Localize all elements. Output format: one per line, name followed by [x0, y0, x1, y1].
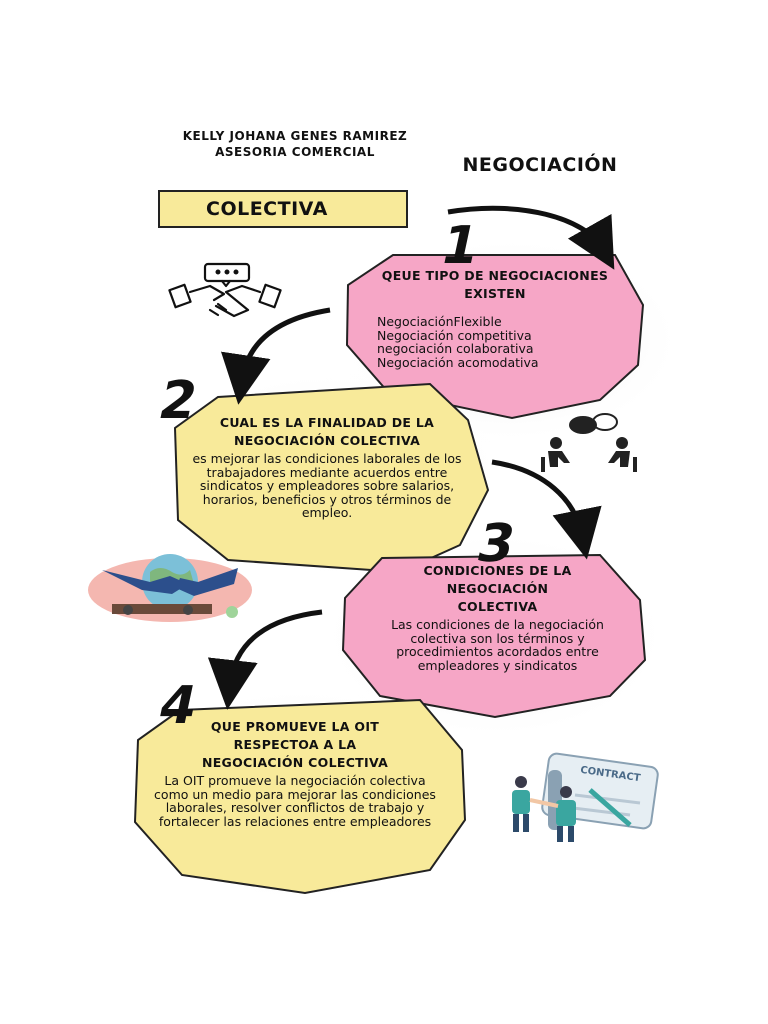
list-item: Negociación acomodativa	[377, 354, 539, 370]
arrow-step-2-to-step-3	[491, 459, 602, 560]
meeting-people-icon	[541, 413, 637, 472]
step-4-content: QUE PROMUEVE LA OIT RESPECTOA A LA NEGOC…	[150, 718, 440, 828]
step-4-answer: La OIT promueve la negociación colectiva…	[154, 773, 436, 829]
hexagon-step-1	[345, 254, 645, 420]
contract-signing-illustration	[512, 752, 659, 842]
step-3-answer: Las condiciones de la negociación colect…	[391, 617, 604, 673]
step-1-content: QEUE TIPO DE NEGOCIACIONES EXISTEN	[370, 267, 620, 303]
step-4-question: QUE PROMUEVE LA OIT RESPECTOA A LA NEGOC…	[201, 719, 389, 770]
list-item: negociación colaborativa	[377, 341, 534, 356]
arrow-step-3-to-step-4	[207, 609, 323, 710]
arrow-step-1-to-step-2	[221, 307, 331, 405]
list-item: Negociación competitiva	[377, 327, 532, 343]
step-3-content: CONDICIONES DE LA NEGOCIACIÓN COLECTIVA …	[365, 562, 630, 672]
step-3-question: CONDICIONES DE LA NEGOCIACIÓN COLECTIVA	[423, 563, 572, 614]
page-title: NEGOCIACIÓN	[462, 154, 618, 176]
list-item: NegociaciónFlexible	[377, 314, 502, 329]
step-2-answer: es mejorar las condiciones laborales de …	[192, 451, 462, 520]
step-1-list: NegociaciónFlexible Negociación competit…	[377, 315, 617, 369]
step-2-content: CUAL ES LA FINALIDAD DE LA NEGOCIACIÓN C…	[192, 414, 462, 520]
author-block: KELLY JOHANA GENES RAMIREZ ASESORIA COME…	[150, 128, 440, 160]
author-name: KELLY JOHANA GENES RAMIREZ	[182, 129, 408, 143]
subtitle-box: COLECTIVA	[158, 190, 408, 228]
step-2-question: CUAL ES LA FINALIDAD DE LA NEGOCIACIÓN C…	[219, 415, 435, 448]
author-role: ASESORIA COMERCIAL	[215, 145, 375, 159]
hexagon-step-3	[341, 553, 647, 719]
global-handshake-illustration	[88, 554, 252, 622]
subtitle-text: COLECTIVA	[206, 198, 328, 220]
arrow-title-to-step-1	[447, 205, 615, 270]
hexagon-step-4	[133, 698, 467, 895]
handshake-chat-icon	[168, 262, 282, 318]
step-1-question: QEUE TIPO DE NEGOCIACIONES EXISTEN	[381, 268, 609, 301]
